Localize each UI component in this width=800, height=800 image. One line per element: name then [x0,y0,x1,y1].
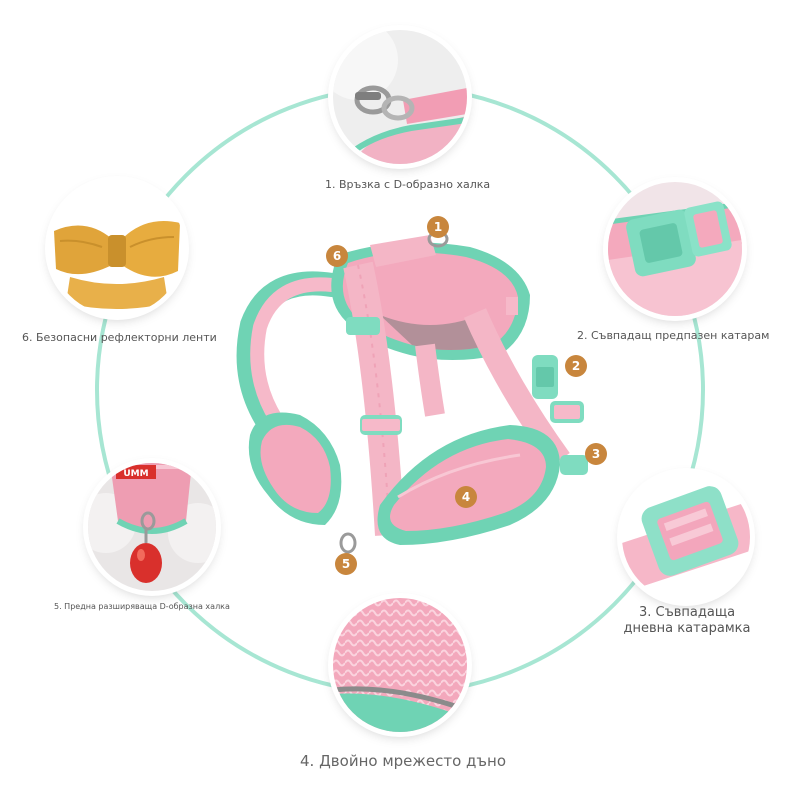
marker-4: 4 [455,486,477,508]
safety-buckle-icon [608,182,742,316]
marker-1-label: 1 [434,220,442,234]
front-d-ring-icon: UMM [88,463,216,591]
marker-3-label: 3 [592,447,600,461]
marker-1: 1 [427,216,449,238]
marker-6: 6 [326,245,348,267]
marker-6-label: 6 [333,249,341,263]
caption-feature-3: 3. Съвпадаща дневна катарамка [612,605,762,637]
photo-front-d-ring: UMM [88,463,216,591]
caption-feature-3-line-2: дневна катарамка [623,621,751,636]
caption-feature-4: 4. Двойно мрежесто дъно [300,752,507,770]
marker-5-label: 5 [342,557,350,571]
marker-3: 3 [585,443,607,465]
caption-feature-5: 5. Предна разширяваща D-образна халка [54,602,230,611]
harness-product-image: 1 2 3 4 5 6 [230,205,610,590]
marker-4-label: 4 [462,490,470,504]
caption-feature-2: 2. Съвпадащ предпазен катарам [577,329,770,342]
photo-5-brand-label: UMM [123,469,148,479]
caption-feature-6: 6. Безопасни рефлекторни ленти [22,331,217,344]
photo-adjuster-buckle [622,473,750,601]
reflective-bow-icon [50,181,184,315]
photo-double-mesh [333,598,467,732]
photo-reflective-bow [50,181,184,315]
adjuster-buckle-icon [622,473,750,601]
photo-d-ring-connector [333,30,467,164]
d-ring-connector-icon [333,30,467,164]
caption-feature-1: 1. Връзка с D-образно халка [325,178,491,191]
marker-5: 5 [335,553,357,575]
marker-2: 2 [565,355,587,377]
photo-safety-buckle [608,182,742,316]
marker-2-label: 2 [572,359,580,373]
harness-icon: 1 2 3 4 5 6 [236,216,607,575]
double-mesh-icon [333,598,467,732]
caption-feature-3-line-1: 3. Съвпадаща [638,605,736,620]
